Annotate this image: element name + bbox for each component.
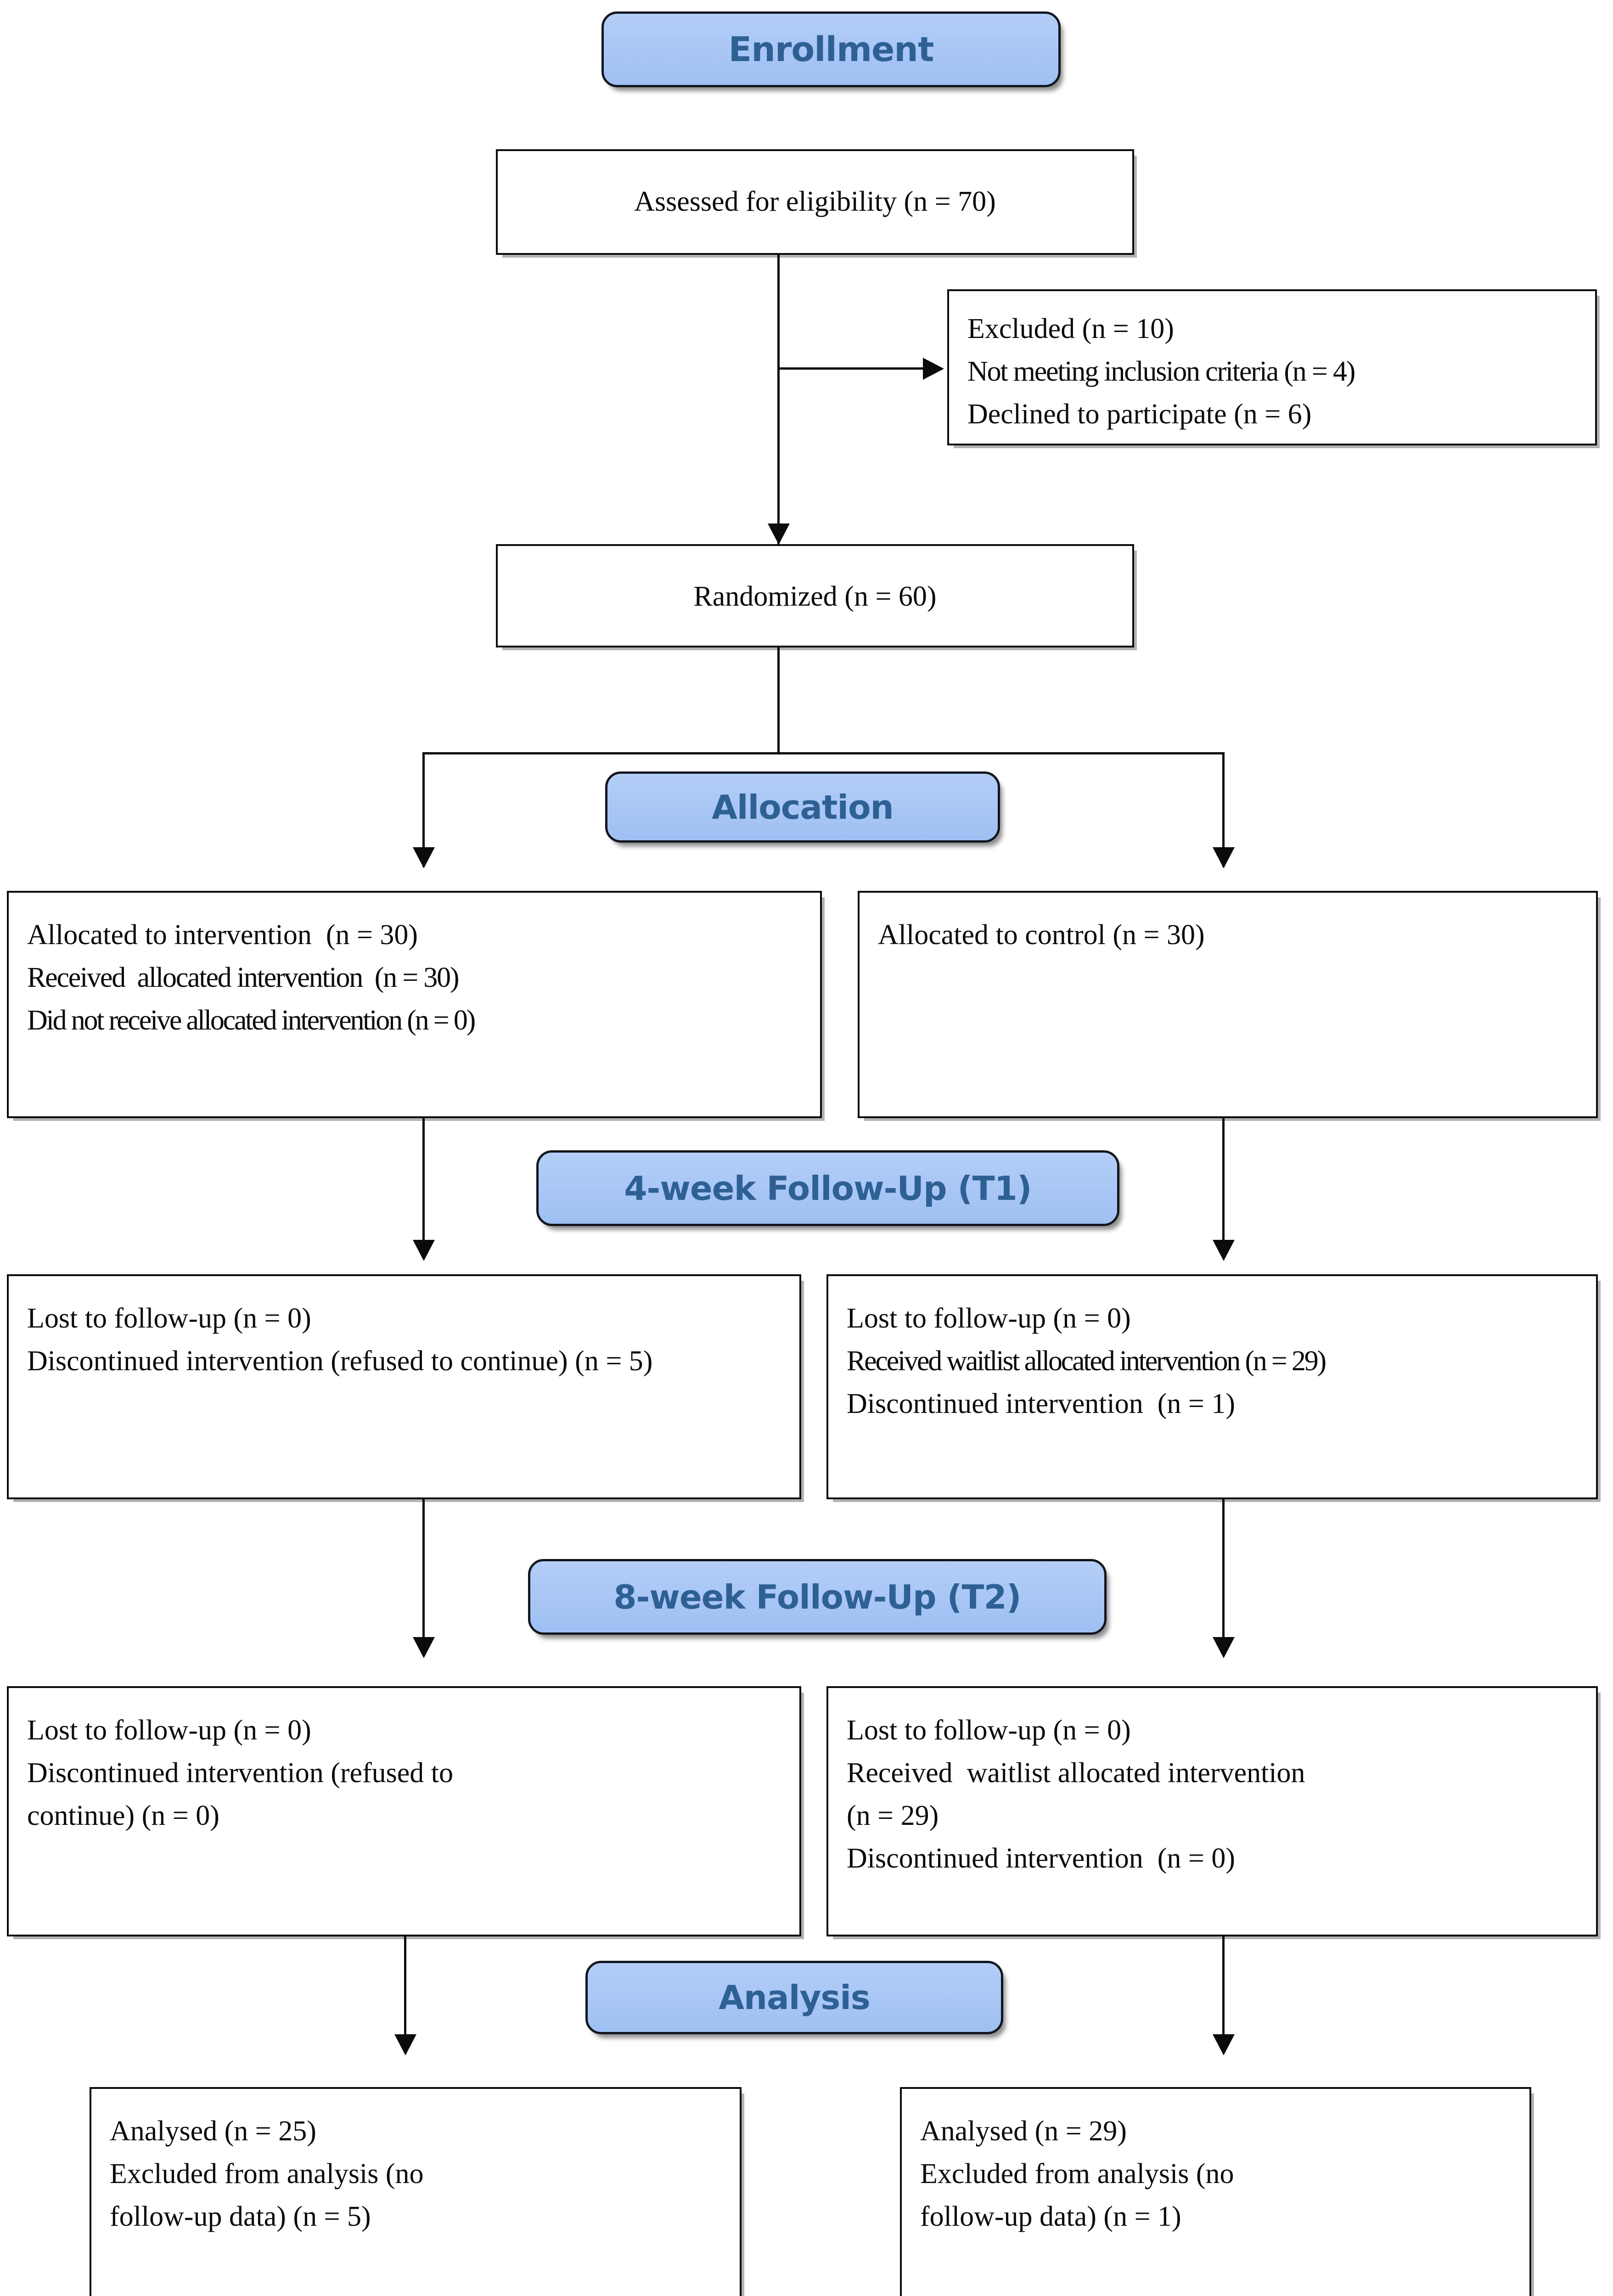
node-analysed-control: Analysed (n = 29) Excluded from analysis… [900, 2087, 1531, 2296]
connector-randomized-down [777, 647, 780, 753]
node-line: (n = 29) [847, 1800, 939, 1831]
node-t1-control: Lost to follow-up (n = 0) Received waitl… [826, 1274, 1598, 1499]
node-line: Excluded (n = 10) [967, 313, 1174, 344]
node-t2-intervention: Lost to follow-up (n = 0) Discontinued i… [7, 1686, 801, 1936]
node-line: Lost to follow-up (n = 0) [847, 1715, 1131, 1746]
connector-t1-ctl-to-t2 [1222, 1499, 1225, 1655]
stage-followup-t2: 8-week Follow-Up (T2) [528, 1559, 1107, 1635]
stage-allocation-label: Allocation [712, 788, 894, 827]
node-line: Excluded from analysis (no [110, 2158, 424, 2189]
node-line: Discontinued intervention (n = 0) [847, 1843, 1235, 1874]
node-line: Lost to follow-up (n = 0) [27, 1715, 311, 1746]
connector-alloc-int-to-t1 [422, 1118, 425, 1256]
node-line: Received allocated intervention (n = 30) [27, 962, 460, 993]
stage-enrollment: Enrollment [601, 11, 1061, 87]
arrowhead-allocation-right [1213, 847, 1235, 868]
stage-followup-t2-label: 8-week Follow-Up (T2) [613, 1577, 1021, 1616]
node-line: Allocated to intervention (n = 30) [27, 919, 418, 951]
node-line: Assessed for eligibility (n = 70) [634, 186, 996, 217]
node-t1-intervention: Lost to follow-up (n = 0) Discontinued i… [7, 1274, 801, 1499]
node-line: Discontinued intervention (n = 1) [847, 1388, 1235, 1419]
connector-alloc-ctl-to-t1 [1222, 1118, 1225, 1256]
connector-allocation-left [422, 752, 425, 867]
node-analysed-intervention: Analysed (n = 25) Excluded from analysis… [90, 2087, 742, 2296]
node-line: continue) (n = 0) [27, 1800, 219, 1831]
connector-t2-int-to-analysis [404, 1936, 406, 2051]
node-randomized: Randomized (n = 60) [496, 544, 1134, 647]
stage-analysis: Analysis [585, 1961, 1003, 2034]
node-line: Received waitlist allocated intervention… [847, 1345, 1326, 1377]
connector-assessed-to-randomized [777, 255, 780, 544]
node-line: Lost to follow-up (n = 0) [847, 1303, 1131, 1334]
node-allocated-control: Allocated to control (n = 30) [858, 891, 1598, 1118]
node-line: Lost to follow-up (n = 0) [27, 1303, 311, 1334]
arrowhead-excluded [923, 358, 944, 380]
node-line: Received waitlist allocated intervention [847, 1757, 1305, 1789]
node-line: Discontinued intervention (refused to co… [27, 1345, 653, 1377]
node-line: Excluded from analysis (no [920, 2158, 1234, 2189]
arrowhead-t1-left [413, 1240, 435, 1261]
node-line: Declined to participate (n = 6) [967, 399, 1312, 430]
stage-analysis-label: Analysis [719, 1978, 871, 2017]
node-line: follow-up data) (n = 5) [110, 2201, 371, 2232]
node-excluded: Excluded (n = 10) Not meeting inclusion … [947, 289, 1597, 445]
arrowhead-allocation-left [413, 847, 435, 868]
node-assessed-for-eligibility: Assessed for eligibility (n = 70) [496, 149, 1134, 255]
stage-followup-t1-label: 4-week Follow-Up (T1) [624, 1169, 1032, 1208]
stage-followup-t1: 4-week Follow-Up (T1) [536, 1150, 1119, 1226]
stage-enrollment-label: Enrollment [728, 29, 934, 69]
node-line: Allocated to control (n = 30) [878, 919, 1205, 951]
node-t2-control: Lost to follow-up (n = 0) Received waitl… [826, 1686, 1598, 1936]
arrowhead-t1-right [1213, 1240, 1235, 1261]
node-line: Analysed (n = 29) [920, 2116, 1127, 2147]
node-line: Analysed (n = 25) [110, 2116, 316, 2147]
stage-allocation: Allocation [605, 771, 1000, 843]
node-line: Discontinued intervention (refused to [27, 1757, 454, 1789]
node-line: Randomized (n = 60) [693, 581, 937, 612]
connector-allocation-right [1222, 752, 1225, 867]
connector-t1-int-to-t2 [422, 1499, 425, 1655]
node-line: Did not receive allocated intervention (… [27, 1005, 476, 1036]
connector-to-excluded [778, 367, 930, 370]
connector-t2-ctl-to-analysis [1222, 1936, 1225, 2051]
node-allocated-intervention: Allocated to intervention (n = 30) Recei… [7, 891, 822, 1118]
arrowhead-t2-left [413, 1637, 435, 1658]
arrowhead-randomized [768, 523, 790, 545]
node-line: follow-up data) (n = 1) [920, 2201, 1181, 2232]
connector-allocation-split [422, 752, 1224, 754]
arrowhead-analysis-left [394, 2034, 416, 2055]
arrowhead-t2-right [1213, 1637, 1235, 1658]
arrowhead-analysis-right [1213, 2034, 1235, 2055]
node-line: Not meeting inclusion criteria (n = 4) [967, 356, 1355, 387]
